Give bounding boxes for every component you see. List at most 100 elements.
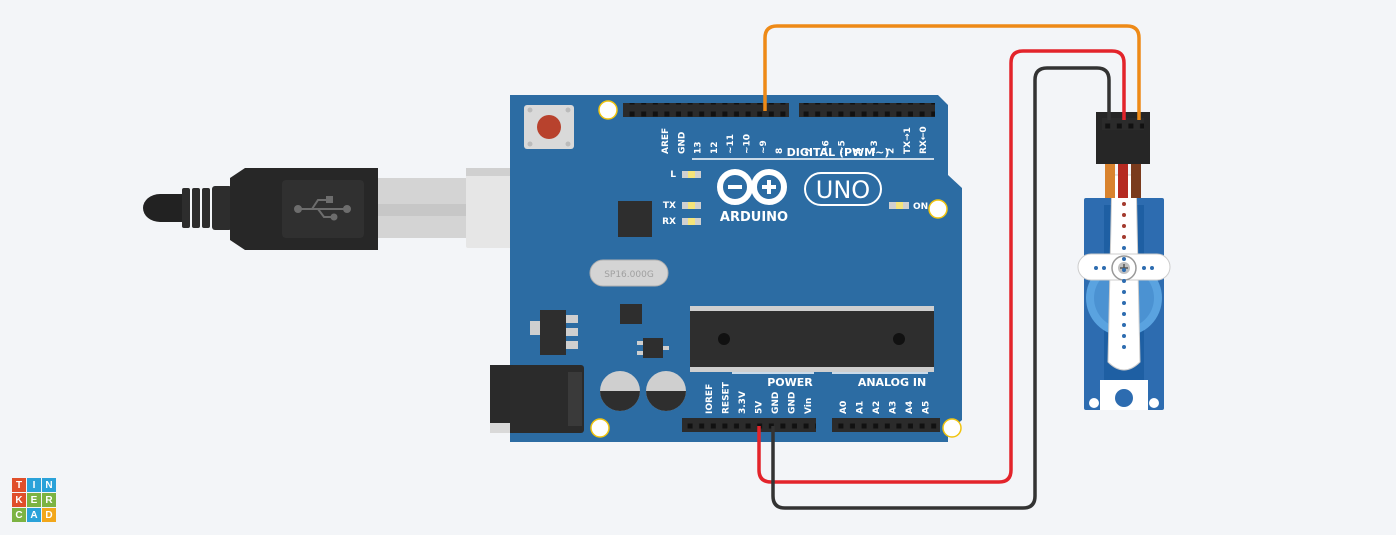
servo-horn-hole	[1150, 266, 1154, 270]
reset-button[interactable]	[524, 105, 574, 149]
servo-horn-hole	[1122, 301, 1126, 305]
servo-horn-hole	[1102, 266, 1106, 270]
small-chip	[620, 304, 642, 324]
wires[interactable]	[757, 24, 1141, 510]
pin-label: A4	[905, 401, 915, 414]
wire-signal[interactable]	[763, 24, 1141, 120]
pin-label: ~10	[743, 134, 753, 154]
servo-horn-hole	[1122, 323, 1126, 327]
usb-icon	[294, 196, 351, 221]
pin-label: ~6	[821, 140, 831, 154]
led-label-tx: TX	[663, 201, 676, 211]
atmega-chip	[690, 306, 934, 372]
pin-label: GND	[788, 392, 798, 414]
pin-label: RESET	[722, 381, 732, 414]
digital-header-right[interactable]	[799, 103, 935, 117]
arduino-uno-board[interactable]: AREF GND 13 12 ~11 ~10 ~9 8 7 ~6 ~5 4 ~3 2 TX→1 RX←0 D…	[490, 95, 962, 442]
pin-label: IOREF	[705, 384, 715, 414]
analog-header[interactable]	[832, 418, 940, 432]
logo-letter: E	[27, 493, 41, 507]
servo-horn-hole	[1122, 334, 1126, 338]
pin-label: TX→1	[903, 127, 913, 154]
pin-label: A2	[872, 401, 882, 414]
servo-horn-hole	[1122, 213, 1126, 217]
logo-letter: T	[12, 478, 26, 492]
pin-label: GND	[677, 132, 687, 154]
mounting-hole	[928, 199, 948, 219]
uno-badge	[804, 172, 882, 206]
digital-pin-labels-left: AREF GND 13 12 ~11 ~10 ~9 8	[661, 128, 785, 154]
capacitor	[600, 371, 640, 411]
servo-horn-hole	[1122, 268, 1126, 272]
on-label: ON	[913, 202, 928, 212]
pin-label: GND	[771, 392, 781, 414]
digital-header-label: DIGITAL (PWM~)	[787, 146, 890, 159]
pin-label: A3	[889, 401, 899, 414]
logo-letter: C	[12, 508, 26, 522]
pin-label: RX←0	[919, 126, 929, 154]
pin-label: A5	[922, 401, 932, 414]
arduino-brand: ARDUINO	[720, 210, 788, 225]
servo-horn-hole	[1122, 257, 1126, 261]
pin-label: 3.3V	[738, 391, 748, 414]
pin-label: A0	[839, 401, 849, 414]
mounting-hole	[590, 418, 610, 438]
logo-letter: N	[42, 478, 56, 492]
logo-letter: A	[27, 508, 41, 522]
wire-ground[interactable]	[771, 66, 1111, 510]
usb-chip	[618, 201, 652, 237]
led-label-rx: RX	[662, 217, 676, 227]
servo-horn-hole	[1122, 312, 1126, 316]
logo-letter: R	[42, 493, 56, 507]
led-label-l: L	[670, 170, 676, 180]
mounting-hole	[942, 418, 962, 438]
pin-label: 2	[887, 148, 897, 154]
pin-label: ~5	[838, 140, 848, 154]
power-pin-labels: IOREF RESET 3.3V 5V GND GND Vin	[705, 381, 814, 414]
pin-label: 12	[710, 141, 720, 154]
power-header-label: POWER	[767, 376, 813, 389]
servo-horn-hole	[1122, 279, 1126, 283]
servo-horn-hole	[1122, 246, 1126, 250]
small-transistor	[637, 338, 669, 358]
power-header[interactable]	[682, 418, 816, 432]
pin-label: 8	[775, 148, 785, 154]
digital-pin-labels-right: 7 ~6 ~5 4 ~3 2 TX→1 RX←0	[805, 126, 929, 154]
servo-horn-hole	[1122, 202, 1126, 206]
pin-label: ~9	[759, 140, 769, 154]
pin-label: AREF	[661, 128, 671, 154]
crystal-label: SP16.000G	[604, 270, 654, 280]
servo-horn-hole	[1122, 345, 1126, 349]
logo-letter: D	[42, 508, 56, 522]
servo-horn-hole	[1142, 266, 1146, 270]
pin-label: 4	[854, 148, 864, 154]
arduino-logo	[717, 169, 787, 205]
pin-label: A1	[856, 401, 866, 414]
digital-header-left[interactable]	[623, 103, 789, 117]
analog-header-label: ANALOG IN	[858, 376, 926, 389]
pin-label: Vin	[804, 398, 814, 414]
uno-label: UNO	[816, 176, 870, 204]
servo-horn-hole	[1122, 290, 1126, 294]
usb-cable[interactable]	[143, 168, 466, 250]
capacitor	[646, 371, 686, 411]
crystal: SP16.000G	[589, 259, 669, 287]
micro-servo[interactable]	[1077, 112, 1171, 410]
pin-label: ~3	[870, 140, 880, 154]
pin-label: ~11	[726, 134, 736, 154]
pin-label: 5V	[755, 401, 765, 414]
servo-horn-hole	[1122, 235, 1126, 239]
voltage-regulator	[530, 310, 578, 355]
analog-pin-labels: A0 A1 A2 A3 A4 A5	[839, 401, 932, 414]
wire-power[interactable]	[757, 49, 1126, 484]
mounting-hole	[598, 100, 618, 120]
logo-letter: K	[12, 493, 26, 507]
tinkercad-logo: T I N K E R C A D	[12, 478, 56, 522]
logo-letter: I	[27, 478, 41, 492]
pin-label: 13	[694, 141, 704, 154]
power-jack	[490, 365, 584, 433]
pin-label: 7	[805, 148, 815, 154]
servo-horn-hole	[1122, 224, 1126, 228]
servo-horn-hole	[1094, 266, 1098, 270]
